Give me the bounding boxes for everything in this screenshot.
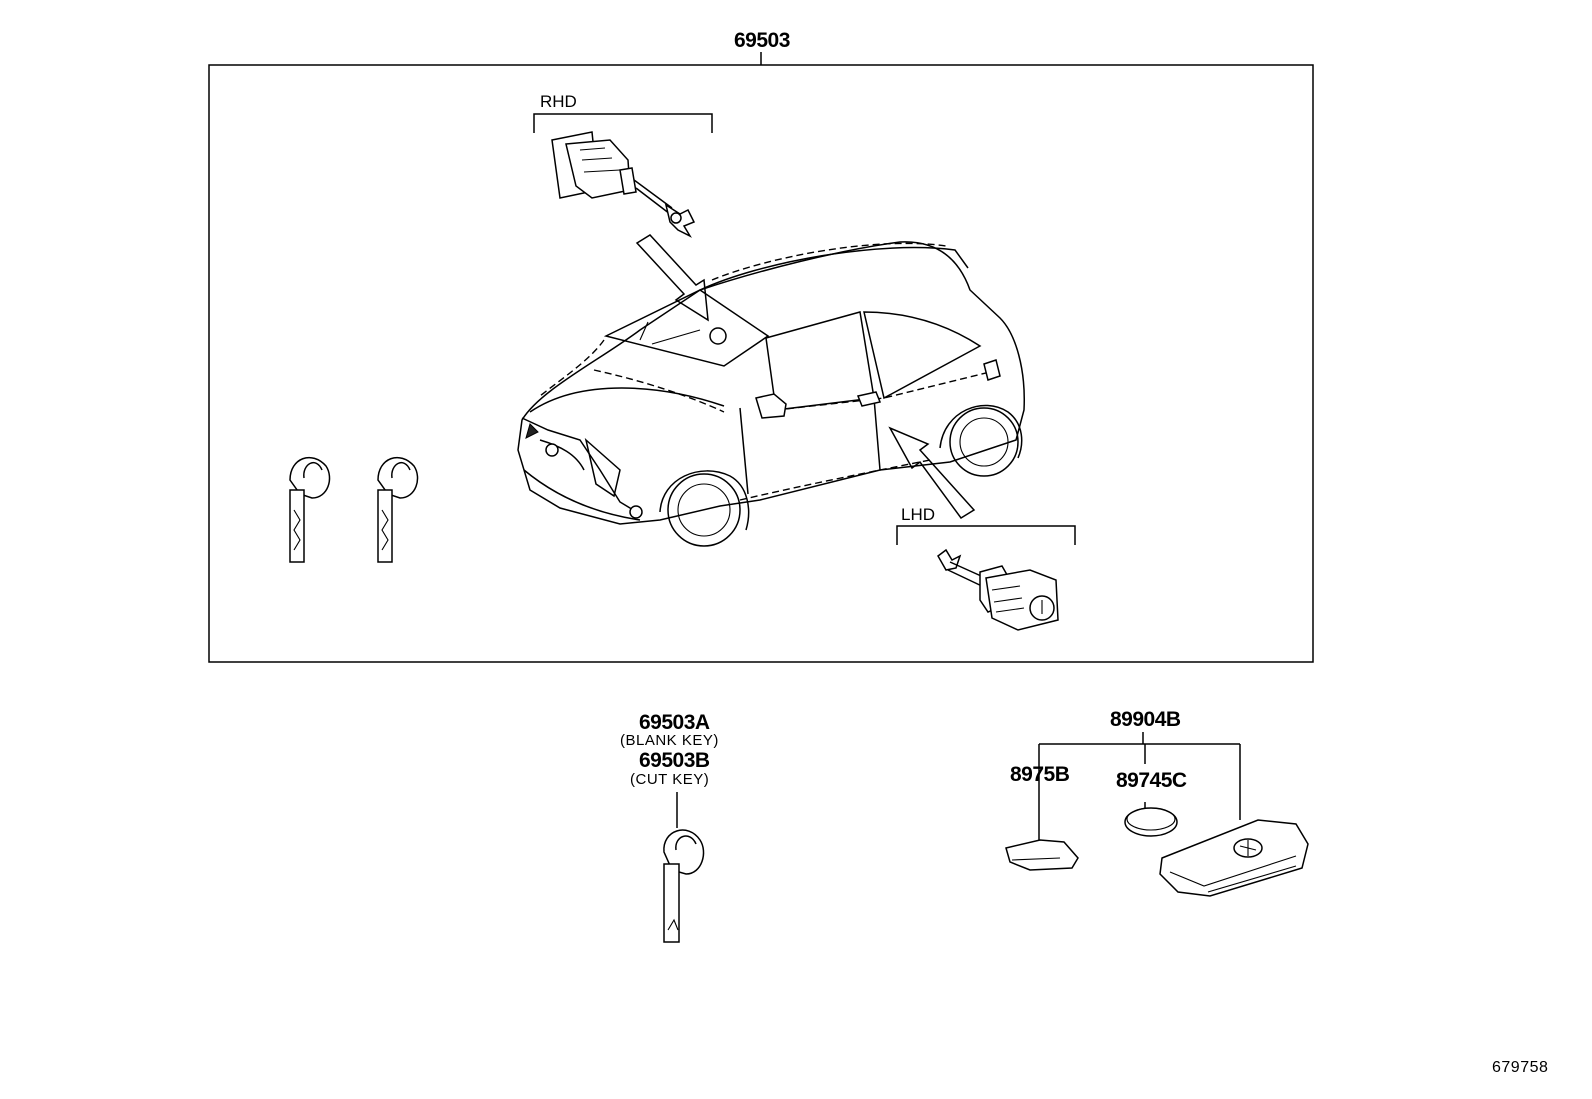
blank-cut-key [663,829,705,943]
rhd-label: RHD [540,92,577,111]
rhd-arrow [635,234,709,322]
kit-frame [208,64,1314,663]
rhd-lock-cylinder [551,131,696,238]
battery [1124,807,1178,837]
diagram-reference-number: 679758 [1492,1059,1549,1076]
lhd-lock-cylinder [937,548,1059,631]
cover-part-number: 8975B [1010,763,1070,786]
cut-key-part-number: 69503B [639,749,710,772]
transmitter-cover [1005,839,1079,871]
lhd-arrow [888,426,976,520]
vehicle-illustration [517,241,1026,547]
transmitter-fob [1159,819,1309,897]
main-part-number: 69503 [734,29,790,52]
kit-key-2 [377,456,419,563]
lhd-label: LHD [901,505,936,524]
cut-key-description: (CUT KEY) [630,771,710,788]
kit-key-1 [289,456,331,563]
transmitter-part-number: 89904B [1110,708,1181,731]
rhd-bracket [533,113,713,133]
lhd-bracket [896,525,1076,545]
blank-key-description: (BLANK KEY) [620,732,719,749]
blank-key-part-number: 69503A [639,711,710,734]
battery-part-number: 89745C [1116,769,1187,792]
